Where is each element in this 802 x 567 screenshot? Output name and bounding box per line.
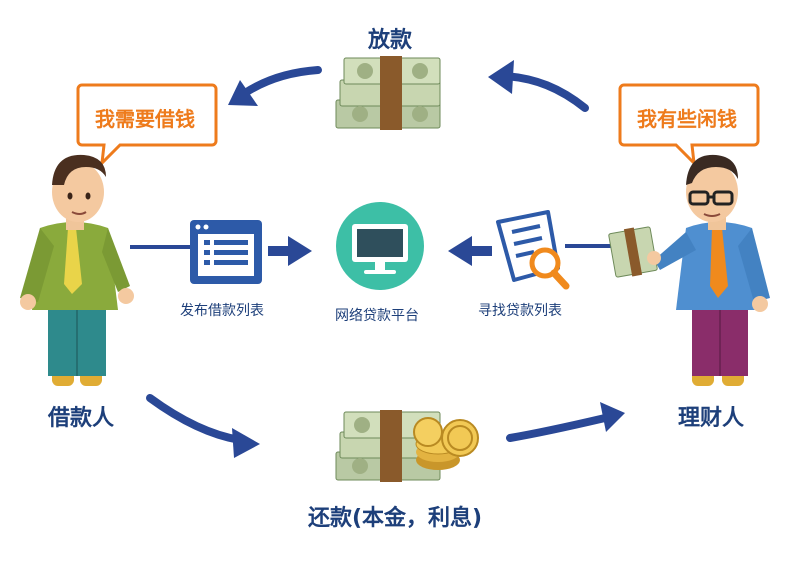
arrow-list-to-platform xyxy=(268,236,312,266)
lender-label: 理财人 xyxy=(678,406,745,431)
arrow-search-to-platform xyxy=(448,236,492,266)
borrower-figure xyxy=(20,154,134,386)
money-and-coins-icon xyxy=(335,410,479,482)
borrower-label: 借款人 xyxy=(48,406,115,431)
arrow-borrower-to-repayment xyxy=(146,394,260,458)
platform-label: 网络贷款平台 xyxy=(335,308,419,324)
search-list-label: 寻找贷款列表 xyxy=(478,303,562,319)
borrower-speech-bubble xyxy=(76,83,218,168)
gold-coins-icon xyxy=(413,417,479,470)
cash-in-hand-icon xyxy=(608,226,661,278)
platform-monitor-icon xyxy=(336,202,424,290)
search-list-icon xyxy=(496,210,570,290)
lender-bubble-text: 我有些闲钱 xyxy=(637,107,737,131)
borrower-bubble-text: 我需要借钱 xyxy=(95,107,195,131)
arrow-lender-to-money xyxy=(488,60,589,112)
arrow-repayment-to-lender xyxy=(506,402,625,442)
lender-figure xyxy=(608,154,770,386)
publish-list-icon xyxy=(190,220,262,284)
lender-speech-bubble xyxy=(618,83,760,168)
publish-list-label: 发布借款列表 xyxy=(180,303,264,319)
money-stack-icon xyxy=(335,56,441,130)
arrow-money-to-borrower xyxy=(228,66,322,106)
disbursement-label: 放款 xyxy=(368,28,413,53)
repayment-label: 还款(本金，利息) xyxy=(308,506,483,531)
